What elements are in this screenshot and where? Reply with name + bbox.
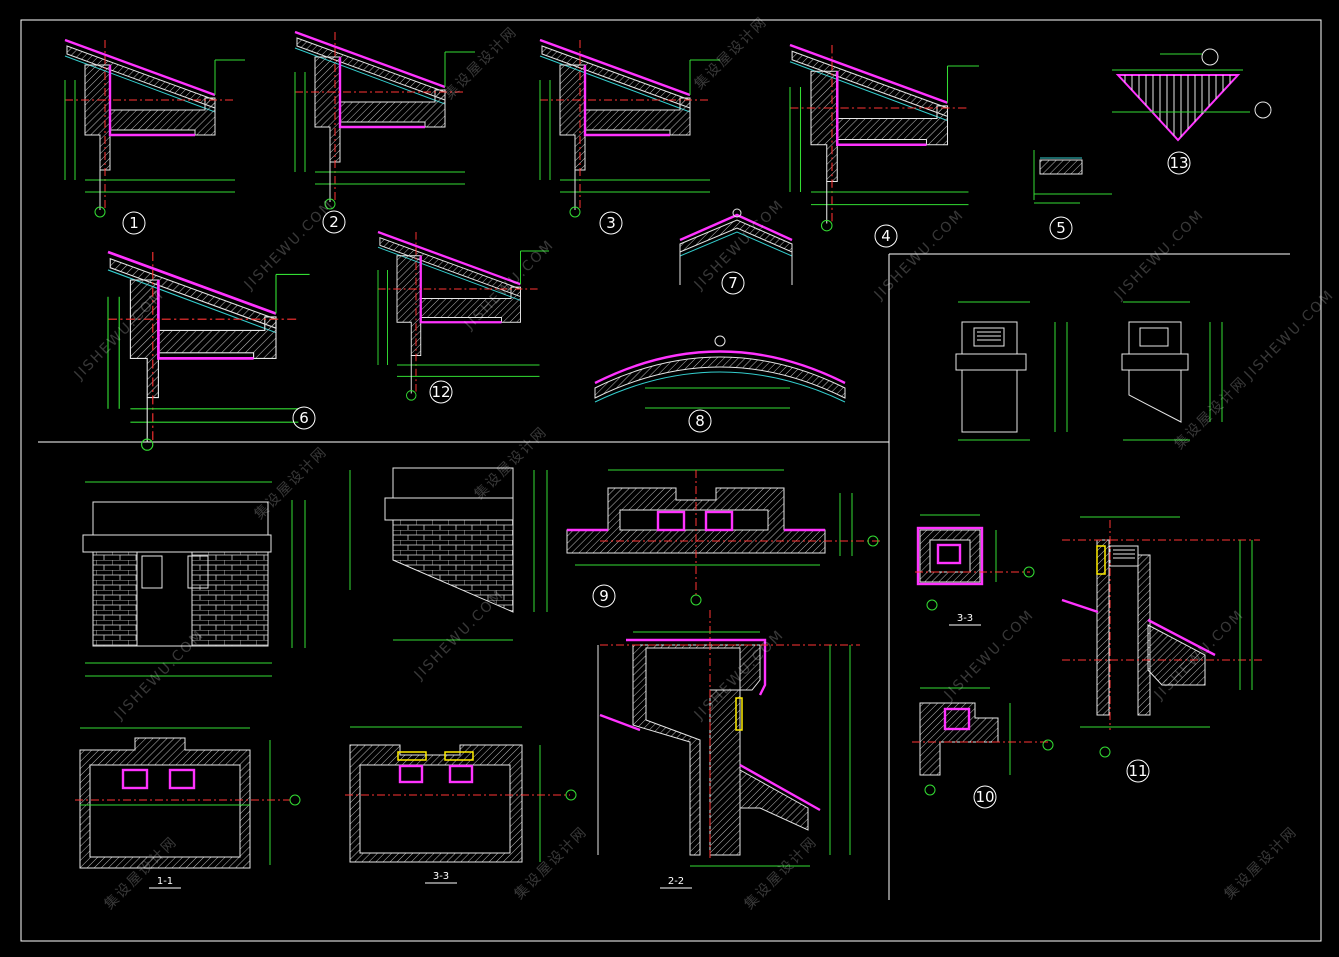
watermark-cn: 集设屋设计网 bbox=[741, 833, 821, 913]
eaves-section bbox=[64, 38, 245, 218]
watermark-cn: 集设屋设计网 bbox=[511, 823, 591, 903]
detail-marker-number: 13 bbox=[1169, 154, 1188, 172]
detail-5-drawing bbox=[1033, 150, 1112, 204]
watermarks: JISHEWU.COM JISHEWU.COM JISHEWU.COM JISHEWU… bbox=[71, 13, 1338, 913]
detail-marker-10: 10 bbox=[973, 785, 997, 809]
watermark: JISHEWU.COM bbox=[411, 587, 508, 684]
ridge-detail-7 bbox=[679, 208, 793, 285]
detail-10-plan bbox=[912, 687, 1054, 796]
section-1-1 bbox=[75, 727, 301, 869]
watermark-cn: 集设屋设计网 bbox=[251, 443, 331, 523]
detail-marker-number: 8 bbox=[695, 412, 705, 430]
section-2-2 bbox=[597, 610, 860, 867]
detail-marker-7: 7 bbox=[721, 271, 745, 295]
detail-marker-5: 5 bbox=[1049, 216, 1073, 240]
watermark-cn: 集设屋设计网 bbox=[691, 13, 771, 93]
detail-11-section bbox=[1061, 516, 1262, 758]
detail-marker-9: 9 bbox=[592, 584, 616, 608]
section-label: 3-3 bbox=[433, 871, 449, 882]
detail-marker-1: 1 bbox=[122, 211, 146, 235]
section-label: 3-3 bbox=[957, 613, 973, 624]
detail-marker-number: 12 bbox=[431, 383, 450, 401]
detail-marker-number: 10 bbox=[975, 788, 994, 806]
ridge-detail-8 bbox=[594, 335, 846, 409]
detail-marker-number: 4 bbox=[881, 227, 891, 245]
detail-marker-number: 3 bbox=[606, 214, 616, 232]
watermark-cn: 集设屋设计网 bbox=[441, 23, 521, 103]
eaves-section bbox=[377, 230, 550, 401]
detail-marker-number: 1 bbox=[129, 214, 139, 232]
detail-marker-2: 2 bbox=[322, 210, 346, 234]
chimney-top-side bbox=[1121, 301, 1223, 441]
detail-marker-8: 8 bbox=[688, 409, 712, 433]
watermark-cn: 集设屋设计网 bbox=[471, 423, 551, 503]
eaves-details bbox=[64, 30, 979, 451]
detail-marker-number: 11 bbox=[1128, 762, 1147, 780]
eaves-section bbox=[539, 38, 720, 218]
detail-marker-6: 6 bbox=[292, 406, 316, 430]
section-label: 1-1 bbox=[157, 876, 173, 887]
detail-marker-11: 11 bbox=[1126, 759, 1150, 783]
watermark: JISHEWU.COM bbox=[1111, 207, 1208, 304]
detail-marker-number: 5 bbox=[1056, 219, 1066, 237]
detail-marker-number: 7 bbox=[728, 274, 738, 292]
watermark: JISHEWU.COM bbox=[241, 197, 338, 294]
detail-marker-3: 3 bbox=[599, 211, 623, 235]
detail-marker-number: 6 bbox=[299, 409, 309, 427]
section-label: 2-2 bbox=[668, 876, 684, 887]
watermark: JISHEWU.COM bbox=[1241, 287, 1338, 384]
chimney-top-front bbox=[955, 301, 1068, 441]
eaves-section bbox=[107, 250, 310, 451]
detail-marker-number: 9 bbox=[599, 587, 609, 605]
section-3-3-lower bbox=[345, 726, 577, 863]
detail-marker-number: 2 bbox=[329, 213, 339, 231]
detail-9-plan bbox=[566, 469, 880, 606]
eaves-section bbox=[789, 43, 979, 232]
section-3-3-right bbox=[915, 514, 1035, 611]
eaves-section bbox=[294, 30, 475, 210]
chimney-front-elevation bbox=[82, 481, 306, 677]
watermark-cn: 集设屋设计网 bbox=[1221, 823, 1301, 903]
detail-marker-12: 12 bbox=[429, 380, 453, 404]
detail-marker-13: 13 bbox=[1167, 151, 1191, 175]
section-labels: 1-1 3-3 2-2 3-3 bbox=[149, 613, 981, 889]
sheet-border bbox=[20, 19, 1322, 942]
chimney-side-elevation bbox=[349, 467, 548, 641]
watermark-cn: 集设屋设计网 bbox=[1171, 373, 1251, 453]
watermark: JISHEWU.COM bbox=[871, 207, 968, 304]
detail-marker-4: 4 bbox=[874, 224, 898, 248]
watermark: JISHEWU.COM bbox=[941, 607, 1038, 704]
detail-13-drawing bbox=[1112, 48, 1272, 142]
